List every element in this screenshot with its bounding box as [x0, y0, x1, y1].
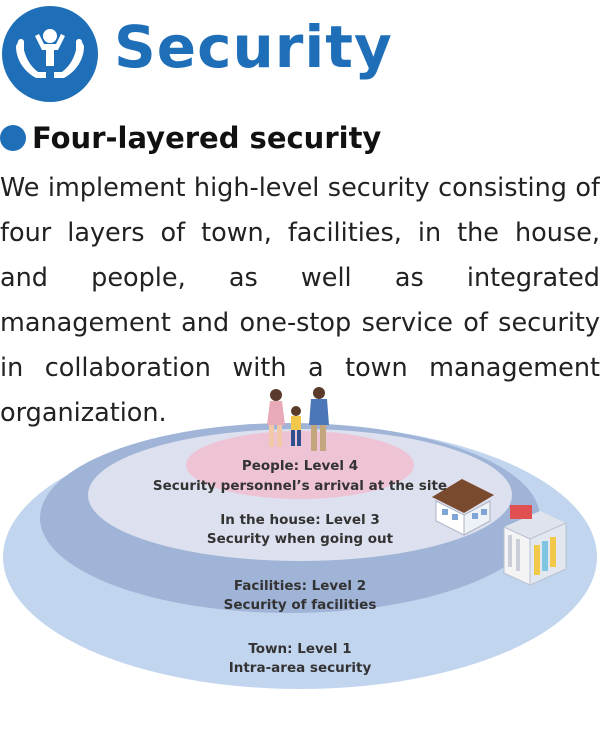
layer-house-title: In the house: Level 3: [220, 512, 379, 528]
layer-house-description: Security when going out: [207, 531, 394, 547]
layer-people-description: Security personnel’s arrival at the site: [153, 478, 447, 494]
layer-people-ellipse: [186, 431, 414, 499]
section-heading: Four-layered security: [0, 118, 381, 158]
facility-building-illustration: [503, 505, 567, 586]
layer-town-title: Town: Level 1: [248, 641, 351, 657]
layer-town-description: Intra-area security: [229, 660, 372, 676]
section-body: We implement high-level security consist…: [0, 173, 600, 428]
page-title: Security: [114, 13, 393, 81]
layer-people-title: People: Level 4: [242, 458, 358, 474]
layer-facilities-title: Facilities: Level 2: [234, 578, 366, 594]
page-header: Security: [0, 0, 600, 102]
security-logo-icon: [2, 6, 98, 102]
layer-facilities-description: Security of facilities: [224, 597, 377, 613]
hands-protecting-person-icon: [16, 29, 84, 78]
four-layer-diagram: People: Level 4 Security personnel’s arr…: [3, 387, 597, 689]
section-heading-text: Four-layered security: [32, 121, 382, 155]
family-illustration: [267, 387, 329, 451]
house-illustration: [432, 479, 494, 536]
bullet-dot-icon: [0, 125, 26, 151]
